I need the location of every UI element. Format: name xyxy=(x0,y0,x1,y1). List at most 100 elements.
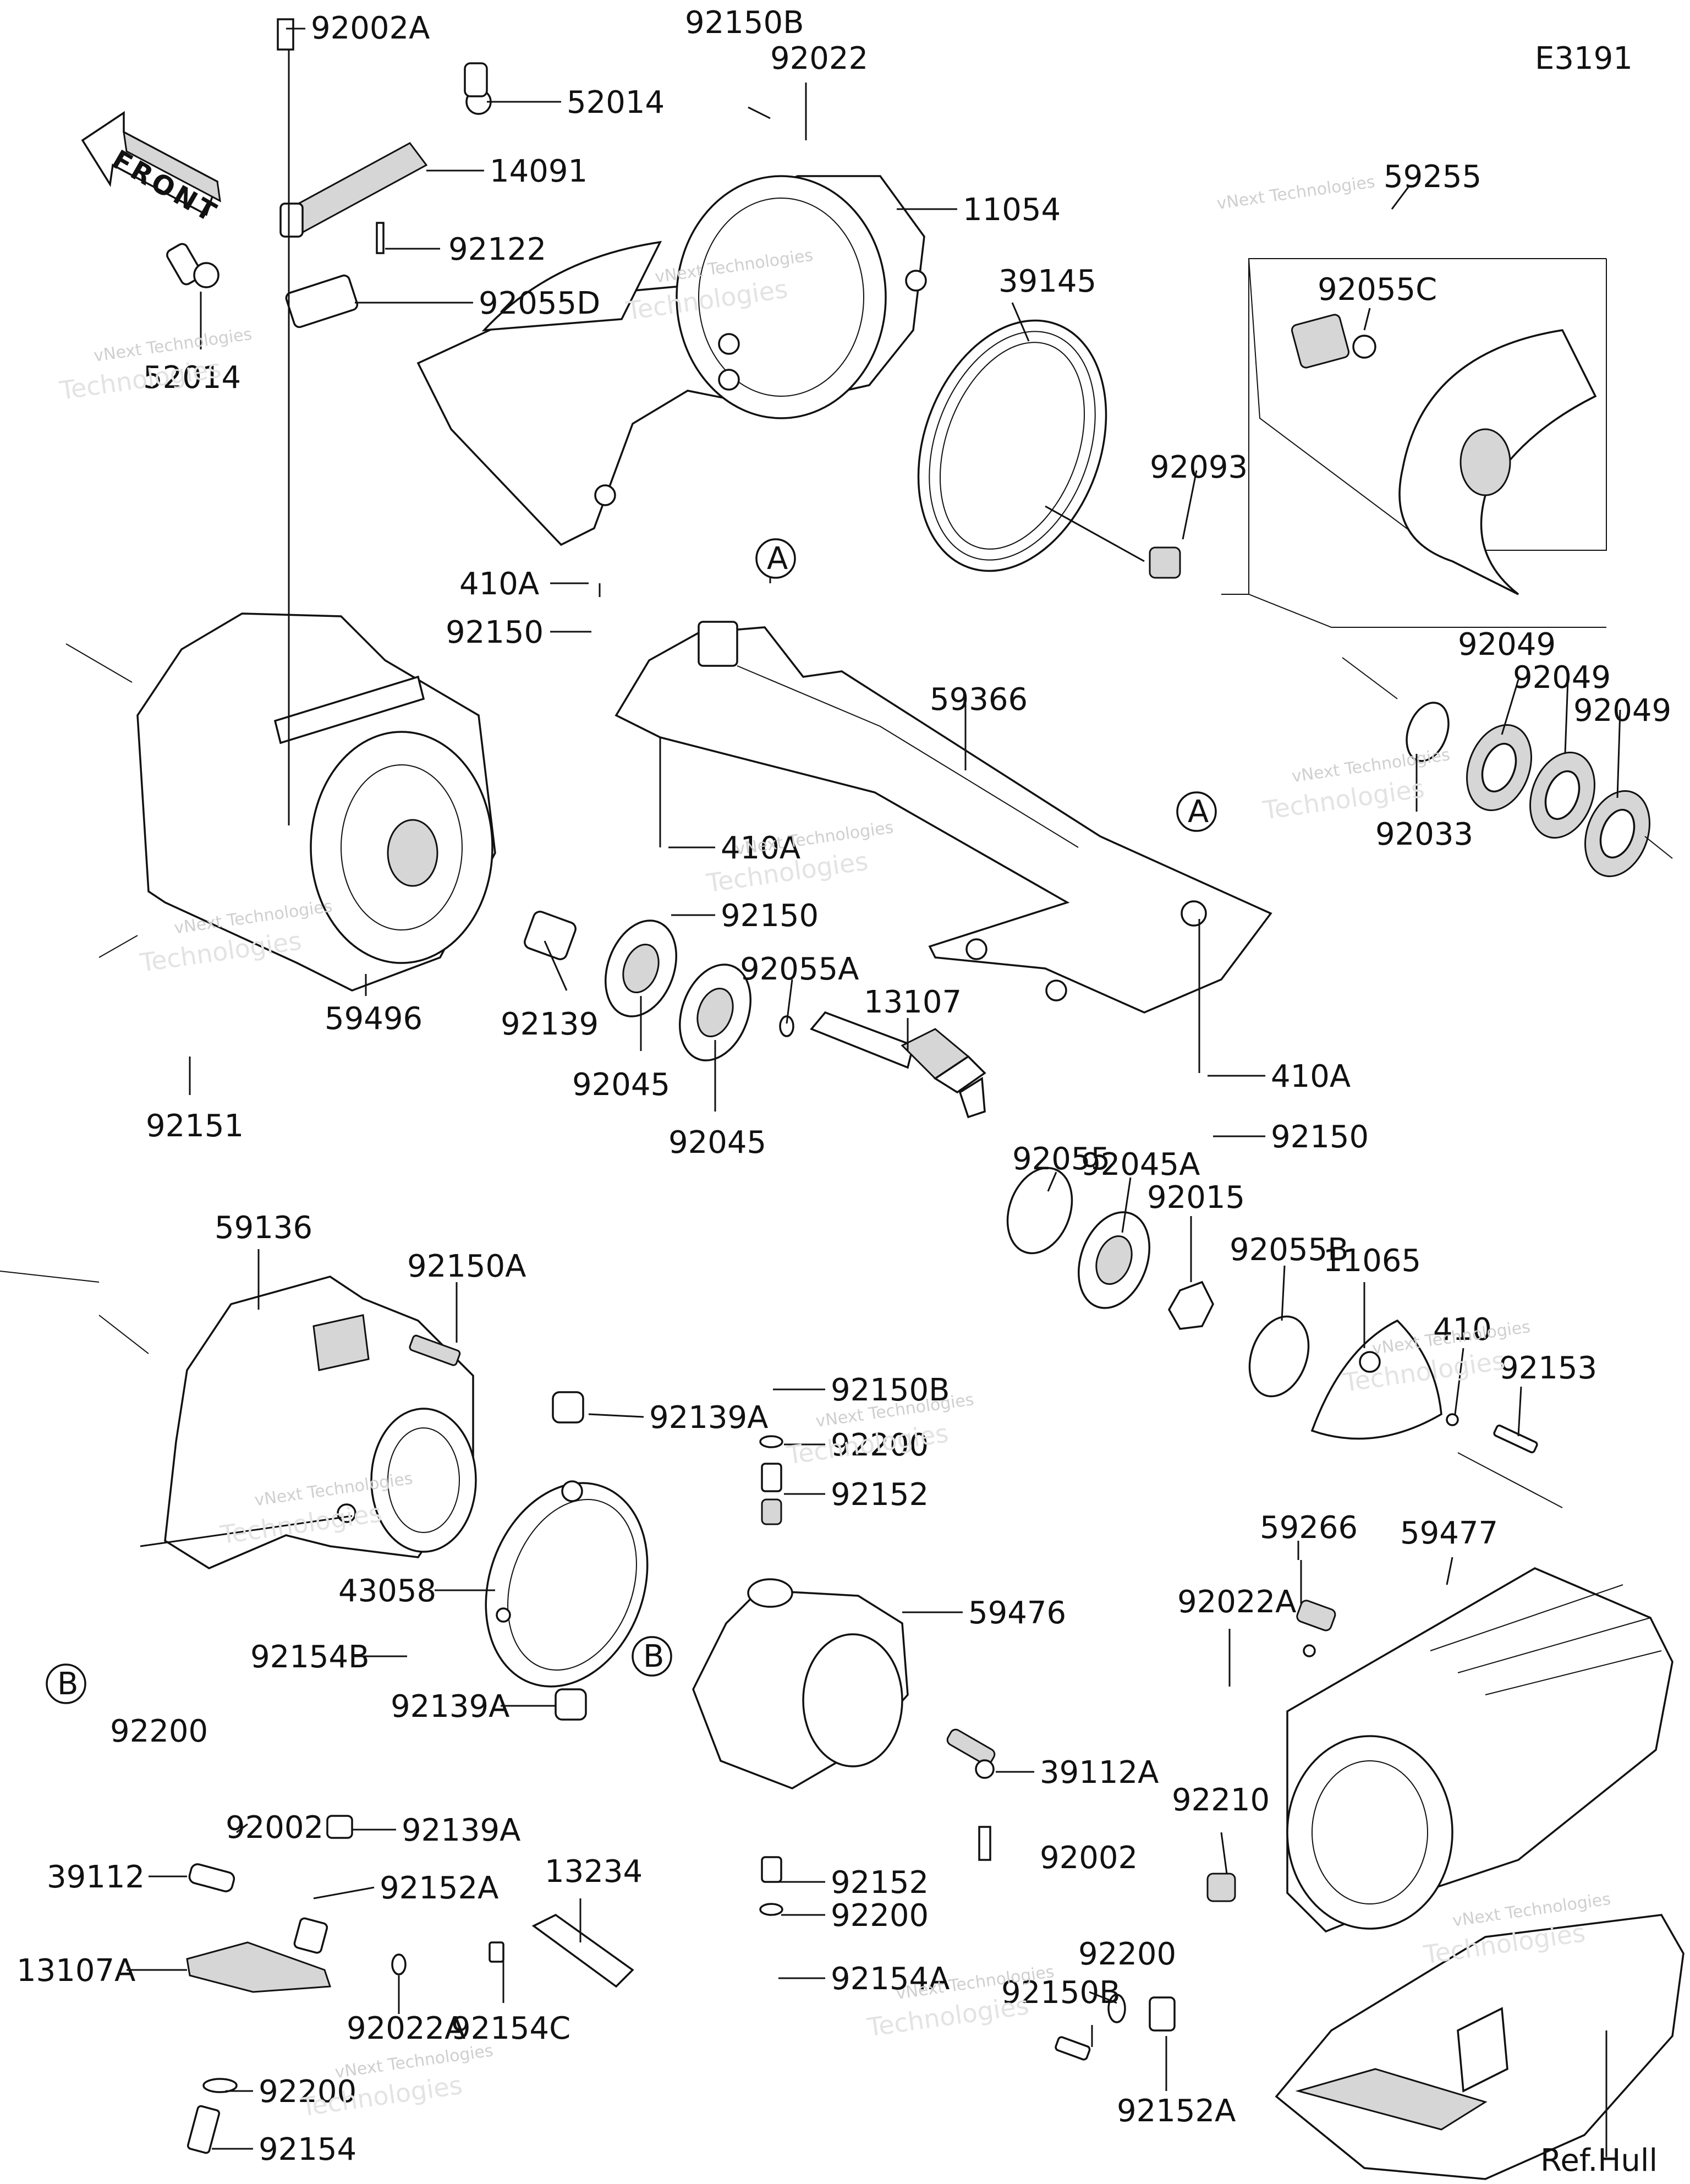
part-59476-nozzle xyxy=(692,1435,909,1916)
part-label: 92154C xyxy=(451,2011,570,2046)
part-label: 39112A xyxy=(1040,1755,1159,1791)
part-labels: 92002A 52014 14091 52014 92122 92055D 92… xyxy=(17,5,1671,2167)
part-bearings xyxy=(524,911,794,1061)
callout-leaders xyxy=(127,28,1621,2157)
ref-circle-a-top xyxy=(755,538,796,579)
part-11065-cap xyxy=(1310,1319,1563,1508)
part-label: 410A xyxy=(721,830,800,866)
part-label: 92150 xyxy=(1271,1119,1369,1155)
part-label: 92055C xyxy=(1318,272,1437,308)
part-59477-pump xyxy=(1206,1567,1684,2180)
part-label: 92200 xyxy=(831,1427,929,1463)
part-label: 92139 xyxy=(501,1006,599,1042)
part-label: 92153 xyxy=(1499,1350,1597,1386)
part-label: 92002 xyxy=(226,1810,323,1846)
part-label: 92122 xyxy=(448,232,546,267)
part-label: 13107A xyxy=(17,1953,135,1989)
part-label: 13234 xyxy=(545,1854,643,1890)
part-label: 410A xyxy=(459,566,539,602)
part-label: 92022A xyxy=(347,2011,465,2046)
reference-marks: A A B B xyxy=(46,538,1217,1704)
part-59366-plate xyxy=(614,621,1272,1014)
part-label: 92049 xyxy=(1513,660,1611,696)
part-label: 92055B xyxy=(1230,1232,1349,1268)
part-59136-housing xyxy=(0,1271,477,1569)
part-label: 92151 xyxy=(146,1108,244,1144)
part-label: 410A xyxy=(1271,1059,1351,1094)
part-label: 410 xyxy=(1433,1312,1492,1348)
part-label: 92139A xyxy=(402,1813,520,1848)
part-label: 92200 xyxy=(831,1898,929,1934)
part-label: 92152 xyxy=(831,1865,929,1901)
part-label: 92055A xyxy=(740,951,859,987)
part-label: 14091 xyxy=(490,154,588,189)
part-label: 92022A xyxy=(1177,1584,1296,1620)
part-label: 59255 xyxy=(1384,159,1482,195)
part-label: 92150B xyxy=(831,1372,950,1408)
part-label: 52014 xyxy=(143,360,241,396)
part-label: 92154 xyxy=(259,2132,356,2167)
watermark-text: Technologies xyxy=(865,1990,1030,2043)
diagram-code: E3191 xyxy=(1535,41,1633,76)
part-label: 92152A xyxy=(1117,2093,1236,2129)
part-label: 92210 xyxy=(1172,1782,1270,1818)
ref-mark-a-top: A xyxy=(767,541,788,577)
front-arrow: FRONT xyxy=(81,111,224,229)
part-label: 92200 xyxy=(1078,1936,1176,1972)
part-label: 11065 xyxy=(1323,1243,1421,1279)
part-92049-seals xyxy=(1342,657,1673,877)
part-label: 92150B xyxy=(685,5,804,41)
parts-artwork: FRONT xyxy=(0,18,1684,2180)
part-label: 11054 xyxy=(963,192,1061,228)
part-label: 92022 xyxy=(770,41,868,76)
part-label: 92139A xyxy=(391,1689,509,1725)
part-label: 92093 xyxy=(1150,450,1248,485)
part-label: 59266 xyxy=(1260,1510,1358,1546)
part-label: 43058 xyxy=(338,1573,436,1609)
part-label: 92045 xyxy=(668,1125,766,1161)
part-14091-tube xyxy=(166,18,492,329)
part-13107A-lever xyxy=(186,1815,1176,2154)
part-label: 92055 xyxy=(1012,1141,1110,1177)
ref-mark-a-right: A xyxy=(1188,794,1209,830)
part-59255-impeller xyxy=(1149,258,1607,628)
ref-hull-label: Ref.Hull xyxy=(1540,2143,1658,2178)
part-label: 92154A xyxy=(831,1961,950,1997)
watermark-text: Technologies xyxy=(57,353,223,406)
part-label: 92049 xyxy=(1458,627,1556,663)
ref-circle-b-mid xyxy=(632,1636,672,1677)
part-label: 92150 xyxy=(721,898,819,934)
part-label: 92033 xyxy=(1375,817,1473,852)
part-rear-rings xyxy=(1006,1167,1310,1398)
part-label: 13107 xyxy=(864,984,962,1020)
part-label: 59366 xyxy=(930,682,1028,718)
part-11054-housing xyxy=(416,175,927,546)
part-39145-band xyxy=(917,319,1107,572)
part-label: 92045 xyxy=(572,1067,670,1103)
part-label: 92150A xyxy=(407,1249,526,1284)
part-label: 92200 xyxy=(110,1714,208,1749)
part-label: 59136 xyxy=(215,1210,312,1246)
part-label: 92049 xyxy=(1573,693,1671,729)
part-59496-housing xyxy=(65,612,496,992)
ref-circle-a-right xyxy=(1176,791,1217,832)
part-label: 92152 xyxy=(831,1477,929,1513)
part-label: 39112 xyxy=(47,1859,145,1895)
part-label: 59496 xyxy=(325,1001,422,1037)
part-label: 92139A xyxy=(649,1400,768,1436)
part-label: 92045A xyxy=(1081,1147,1200,1183)
part-label: 92002 xyxy=(1040,1840,1138,1876)
part-label: 92002A xyxy=(311,10,430,46)
ref-circle-b-left xyxy=(46,1663,86,1704)
part-13107-shaft xyxy=(810,1011,986,1119)
part-label: 92200 xyxy=(259,2074,356,2110)
ref-mark-b-left: B xyxy=(57,1666,78,1702)
part-43058-ring xyxy=(485,1391,649,1721)
part-label: 92152A xyxy=(380,1870,498,1906)
part-label: 39145 xyxy=(998,264,1096,299)
part-label: 59476 xyxy=(968,1595,1066,1631)
part-label: 92055D xyxy=(479,286,600,321)
part-label: 52014 xyxy=(567,85,665,121)
watermark-text: vNext Technologies xyxy=(1216,172,1376,214)
